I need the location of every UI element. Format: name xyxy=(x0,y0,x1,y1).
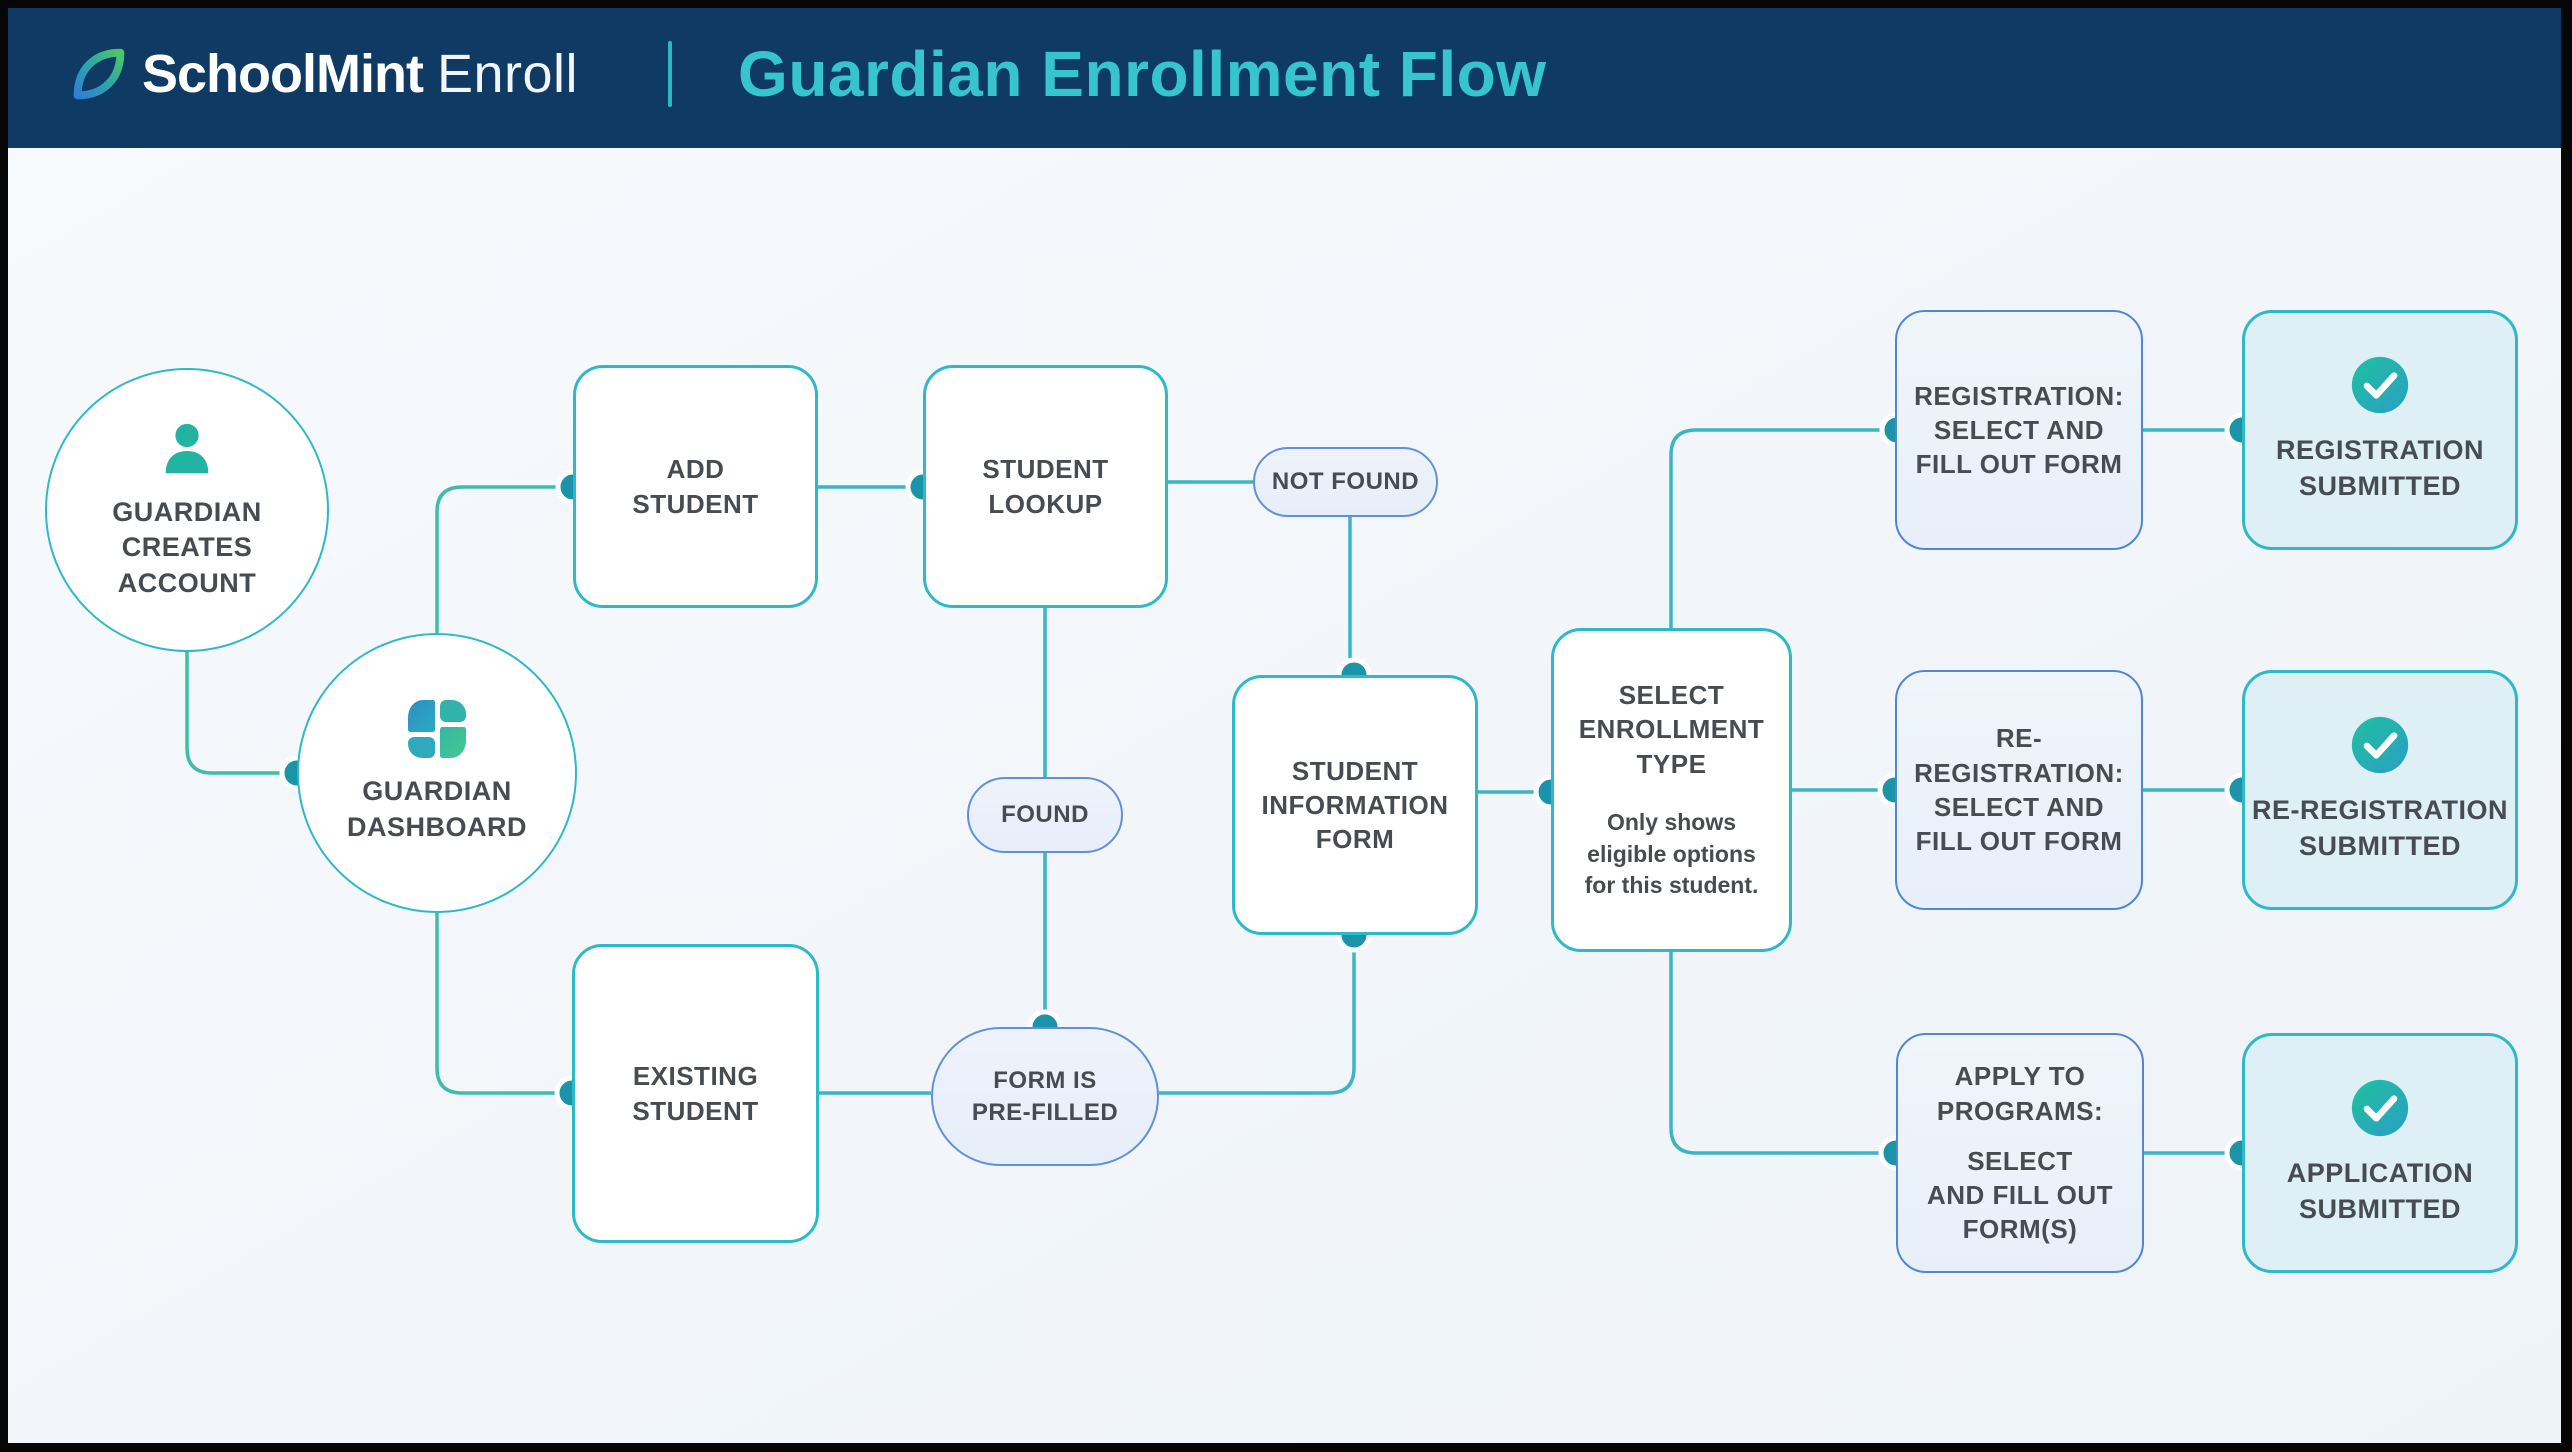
node-registration-form: REGISTRATION: SELECT AND FILL OUT FORM xyxy=(1895,310,2143,550)
node-found: FOUND xyxy=(967,777,1123,853)
node-reregistration-submitted: RE-REGISTRATION SUBMITTED xyxy=(2242,670,2518,910)
node-label: FOUND xyxy=(1001,801,1089,829)
node-application-submitted: APPLICATION SUBMITTED xyxy=(2242,1033,2518,1273)
header-divider xyxy=(668,41,673,107)
node-student-information-form: STUDENT INFORMATION FORM xyxy=(1232,675,1478,935)
node-sublabel: SELECT AND FILL OUT FORM(S) xyxy=(1926,1145,2114,1245)
node-label: STUDENT INFORMATION FORM xyxy=(1261,755,1449,855)
page-title: Guardian Enrollment Flow xyxy=(738,38,1547,110)
node-note: Only shows eligible options for this stu… xyxy=(1584,808,1759,899)
check-circle-icon xyxy=(2351,357,2409,414)
dashboard-grid-icon xyxy=(408,700,466,759)
node-label: RE-REGISTRATION: SELECT AND FILL OUT FOR… xyxy=(1914,723,2124,857)
node-label: APPLICATION SUBMITTED xyxy=(2286,1158,2474,1224)
node-label: NOT FOUND xyxy=(1271,468,1420,496)
node-existing-student: EXISTING STUDENT xyxy=(572,944,819,1243)
node-label: APPLY TO PROGRAMS: xyxy=(1936,1061,2104,1126)
node-registration-submitted: REGISTRATION SUBMITTED xyxy=(2242,310,2518,550)
node-label: STUDENT LOOKUP xyxy=(982,454,1109,519)
node-label: SELECT ENROLLMENT TYPE xyxy=(1578,679,1765,779)
node-not-found: NOT FOUND xyxy=(1253,447,1438,517)
node-label: GUARDIAN CREATES ACCOUNT xyxy=(112,496,262,598)
node-label: RE-REGISTRATION SUBMITTED xyxy=(2252,795,2508,861)
person-icon xyxy=(165,423,209,473)
brand-product: Enroll xyxy=(436,44,579,104)
node-reregistration-form: RE-REGISTRATION: SELECT AND FILL OUT FOR… xyxy=(1895,670,2143,910)
schoolmint-leaf-icon xyxy=(73,48,125,100)
node-label: FORM IS PRE-FILLED xyxy=(971,1066,1119,1126)
node-student-lookup: STUDENT LOOKUP xyxy=(923,365,1168,608)
brand-name: SchoolMint xyxy=(142,44,424,104)
node-guardian-creates-account: GUARDIAN CREATES ACCOUNT xyxy=(45,368,329,652)
node-form-is-prefilled: FORM IS PRE-FILLED xyxy=(931,1027,1159,1166)
node-label: EXISTING STUDENT xyxy=(632,1061,759,1126)
node-apply-to-programs: APPLY TO PROGRAMS: SELECT AND FILL OUT F… xyxy=(1896,1033,2144,1273)
node-select-enrollment-type: SELECT ENROLLMENT TYPE Only shows eligib… xyxy=(1551,628,1792,952)
check-circle-icon xyxy=(2351,717,2409,774)
node-add-student: ADD STUDENT xyxy=(573,365,818,608)
node-label: GUARDIAN DASHBOARD xyxy=(347,776,527,842)
header-bar: SchoolMint Enroll Guardian Enrollment Fl… xyxy=(0,0,2572,148)
node-label: REGISTRATION: SELECT AND FILL OUT FORM xyxy=(1914,380,2124,480)
node-guardian-dashboard: GUARDIAN DASHBOARD xyxy=(297,633,577,913)
brand: SchoolMint Enroll xyxy=(72,43,578,105)
node-label: REGISTRATION SUBMITTED xyxy=(2276,435,2484,501)
check-circle-icon xyxy=(2351,1080,2409,1137)
node-label: ADD STUDENT xyxy=(632,454,759,519)
